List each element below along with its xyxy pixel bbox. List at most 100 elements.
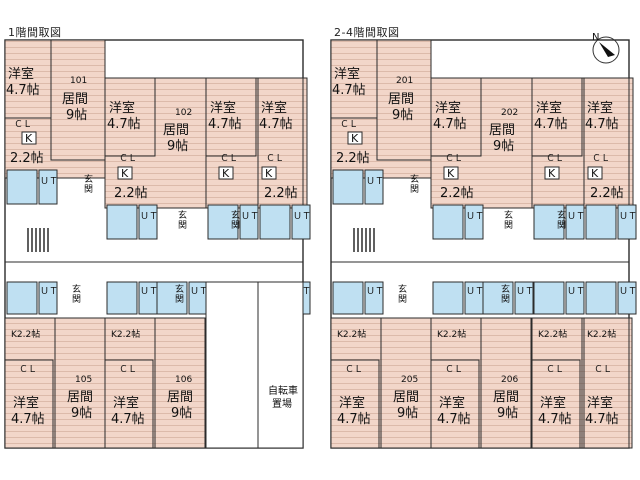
- room-number: 206: [501, 375, 518, 385]
- utility-label: ＵＴ: [366, 287, 384, 297]
- utility-label: ＵＴ: [567, 212, 585, 222]
- closet-label: ＣＬ: [119, 154, 137, 164]
- utility-label: ＵＴ: [40, 287, 58, 297]
- utility-room: [364, 169, 384, 205]
- western-room-label: 洋室: [109, 100, 135, 116]
- western-room: [531, 359, 581, 449]
- closet-label: ＣＬ: [546, 365, 564, 375]
- western-room-size: 4.7帖: [337, 412, 371, 427]
- western-room-size: 4.7帖: [107, 117, 141, 132]
- closet-label: ＣＬ: [340, 120, 358, 130]
- kitchen-k-box: [261, 166, 277, 180]
- kitchen-combined-label: K2.2帖: [587, 328, 616, 340]
- room-number: 202: [501, 108, 518, 118]
- kitchen-k-box: [218, 166, 234, 180]
- bathroom: [106, 281, 138, 315]
- utility-label: ＵＴ: [516, 287, 534, 297]
- bathroom: [585, 281, 617, 315]
- western-room: [330, 39, 378, 119]
- utility-room: [38, 281, 58, 315]
- living-room-label: 居間: [393, 390, 419, 405]
- bathroom: [585, 204, 617, 240]
- living-room-size: 9帖: [171, 406, 192, 421]
- living-room-size: 9帖: [167, 139, 188, 154]
- living-room-size: 9帖: [497, 406, 518, 421]
- kitchen-k-label: K: [121, 167, 129, 180]
- entrance-label: 関: [398, 294, 407, 305]
- entrance-label: 関: [84, 184, 93, 195]
- western-room-size: 4.7帖: [208, 117, 242, 132]
- western-room-label: 洋室: [13, 395, 39, 411]
- kitchen-k-label: K: [591, 167, 599, 180]
- kitchen-size-label: 2.2帖: [336, 151, 370, 166]
- kitchen-k-label: K: [447, 167, 455, 180]
- living-room-label: 居間: [167, 390, 193, 405]
- living-room: [376, 39, 432, 161]
- bicycle-parking-label-2: 置場: [272, 397, 292, 410]
- living-room-size: 9帖: [66, 108, 87, 123]
- utility-label: ＵＴ: [466, 212, 484, 222]
- bathroom: [6, 169, 38, 205]
- western-room-label: 洋室: [587, 100, 613, 116]
- utility-room: [38, 169, 58, 205]
- room-number: 101: [70, 76, 87, 86]
- bathroom: [533, 204, 565, 240]
- kitchen-combined-label: K2.2帖: [111, 328, 140, 340]
- room-number: 102: [175, 108, 192, 118]
- bathroom: [332, 169, 364, 205]
- bathroom: [533, 281, 565, 315]
- entrance-label: 関: [501, 294, 510, 305]
- living-room-size: 9帖: [71, 406, 92, 421]
- closet-label: ＣＬ: [119, 365, 137, 375]
- utility-room: [617, 281, 637, 315]
- entrance-label: 玄: [175, 283, 184, 295]
- room-number: 105: [75, 375, 92, 385]
- western-room-size: 4.7帖: [437, 412, 471, 427]
- western-room-size: 4.7帖: [585, 412, 619, 427]
- entrance-label: 玄: [72, 283, 81, 295]
- western-room-size: 4.7帖: [6, 83, 40, 98]
- entrance-label: 玄: [398, 283, 407, 295]
- western-room: [104, 359, 154, 449]
- kitchen-combined-label: K2.2帖: [11, 328, 40, 340]
- bathroom: [482, 281, 514, 315]
- western-room-label: 洋室: [261, 100, 287, 116]
- room-number: 201: [396, 76, 413, 86]
- kitchen-k-box: [347, 131, 363, 145]
- entrance-label: 関: [504, 220, 513, 231]
- closet-label: ＣＬ: [345, 365, 363, 375]
- utility-label: ＵＴ: [190, 287, 208, 297]
- bathroom: [332, 281, 364, 315]
- bathroom: [6, 281, 38, 315]
- compass-n-label: N: [592, 32, 599, 43]
- living-room-label: 居間: [489, 123, 515, 138]
- closet-label: ＣＬ: [14, 120, 32, 130]
- utility-label: ＵＴ: [619, 287, 637, 297]
- western-room-label: 洋室: [536, 100, 562, 116]
- western-room-label: 洋室: [587, 395, 613, 411]
- kitchen-size-label: 2.2帖: [10, 151, 44, 166]
- entrance-label: 玄: [504, 209, 513, 221]
- closet-label: ＣＬ: [546, 154, 564, 164]
- western-room-label: 洋室: [334, 66, 360, 82]
- living-room: [50, 39, 106, 161]
- kitchen-k-label: K: [351, 132, 359, 145]
- western-room-size: 4.7帖: [259, 117, 293, 132]
- entrance-label: 玄: [410, 173, 419, 185]
- kitchen-k-box: [117, 166, 133, 180]
- room-number: 205: [401, 375, 418, 385]
- closet-label: ＣＬ: [592, 154, 610, 164]
- floor-2-4-title: 2-4階間取図: [334, 26, 400, 39]
- utility-label: ＵＴ: [140, 212, 158, 222]
- utility-label: ＵＴ: [366, 177, 384, 187]
- north-compass-icon: N: [592, 32, 620, 64]
- bathroom: [106, 204, 138, 240]
- bicycle-parking: [205, 281, 304, 449]
- kitchen-k-label: K: [25, 132, 33, 145]
- bathroom: [207, 204, 239, 240]
- kitchen-k-box: [443, 166, 459, 180]
- living-room-size: 9帖: [392, 108, 413, 123]
- living-room-label: 居間: [163, 123, 189, 138]
- entrance-label: 関: [231, 220, 240, 231]
